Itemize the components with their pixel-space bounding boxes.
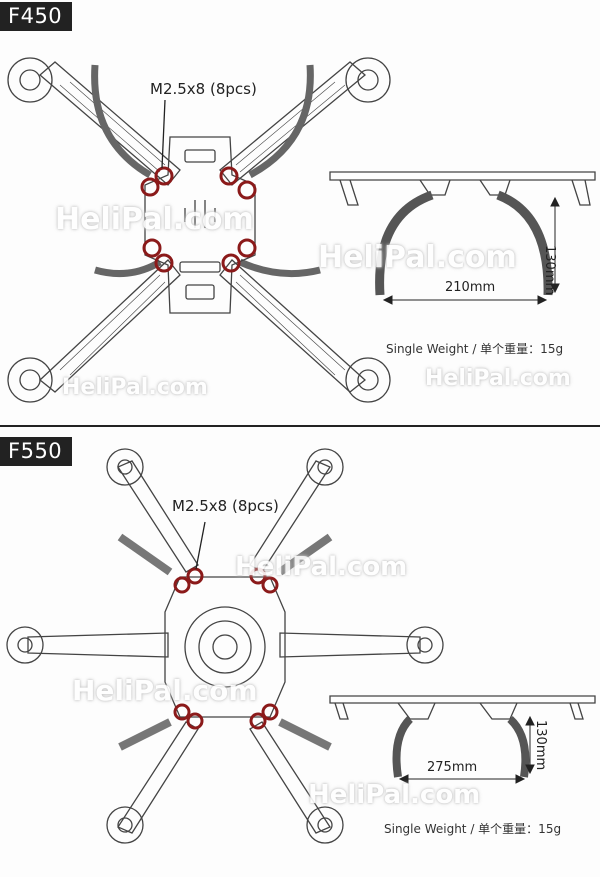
- f450-leg-curve-tr: [248, 64, 314, 179]
- f550-arm-right: [279, 626, 444, 664]
- f550-arm-left: [6, 626, 169, 664]
- f550-arm-top-left: [106, 448, 199, 573]
- f550-height-label: 130mm: [533, 720, 548, 771]
- f450-arm-front-left: [7, 57, 181, 186]
- f450-screw-leader: [161, 99, 166, 169]
- f550-leg-tl: [117, 533, 173, 576]
- f450-screw-markers: [140, 166, 257, 273]
- f450-arm-rear-right: [219, 259, 391, 403]
- f450-arm-front-right: [219, 57, 391, 186]
- f550-width-dimension: [398, 774, 526, 784]
- f550-frame-diagram: [6, 448, 596, 844]
- f550-height-dimension: [525, 715, 535, 775]
- f450-leg-curve-tl: [91, 64, 152, 179]
- f450-frame-diagram: [7, 57, 596, 403]
- f550-center-plate: [164, 576, 286, 718]
- f450-height-label: 130mm: [542, 245, 557, 296]
- f450-weight-label: Single Weight / 单个重量：15g: [386, 342, 564, 356]
- f550-weight-label: Single Weight / 单个重量：15g: [384, 822, 562, 836]
- f550-arm-bottom-left: [106, 721, 199, 844]
- f450-width-dimension: [382, 295, 548, 305]
- f550-leg-tr: [277, 533, 333, 576]
- f450-arm-rear-left: [7, 259, 181, 403]
- f450-center-plate: [144, 136, 256, 314]
- f550-screw-markers: [173, 567, 279, 730]
- f550-side-view: [329, 695, 596, 778]
- f450-side-view: [329, 171, 596, 296]
- f550-width-label: 275mm: [427, 760, 478, 775]
- f550-screw-label: M2.5x8 (8pcs): [172, 497, 279, 515]
- section-divider: [0, 425, 600, 427]
- f450-height-dimension: [550, 196, 560, 294]
- f550-arm-bottom-right: [249, 721, 344, 844]
- f450-leg-curve-br: [238, 258, 321, 278]
- f550-leg-br: [278, 718, 332, 751]
- f450-width-label: 210mm: [445, 280, 496, 295]
- f450-title-tag: F450: [0, 2, 73, 31]
- f550-title-tag: F550: [0, 437, 73, 466]
- f450-screw-label: M2.5x8 (8pcs): [150, 80, 257, 98]
- f450-leg-curve-bl: [94, 258, 162, 278]
- f550-screw-leader: [195, 521, 206, 570]
- f550-leg-bl: [118, 718, 172, 751]
- f550-arm-top-right: [249, 448, 344, 573]
